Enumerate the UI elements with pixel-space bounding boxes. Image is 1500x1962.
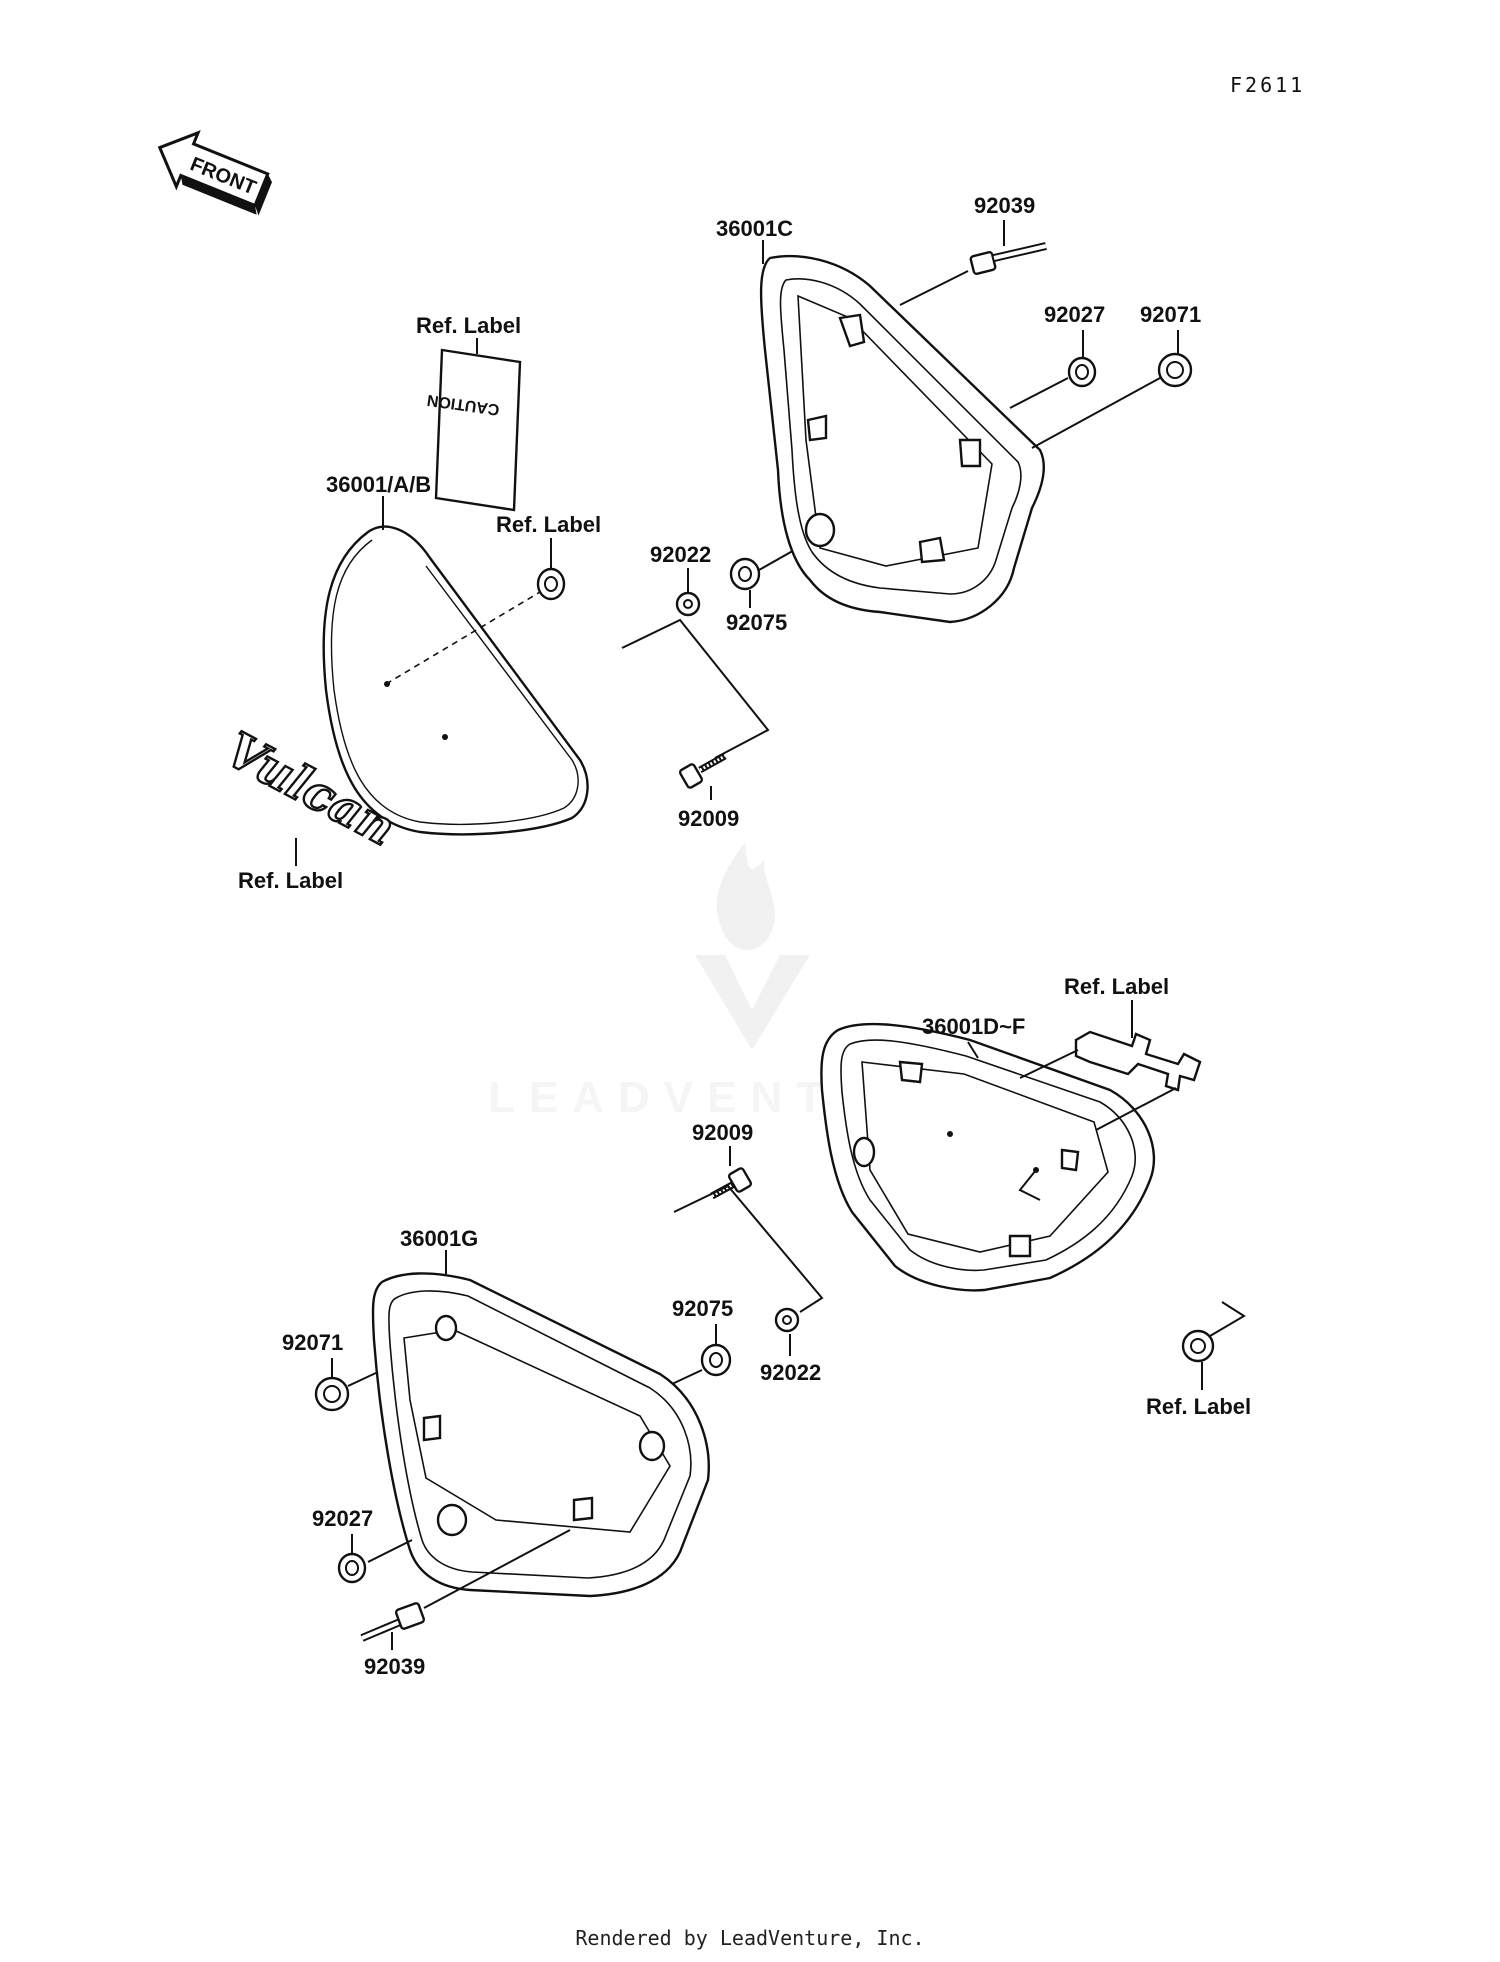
cover-g-label: 36001G: [400, 1226, 478, 1251]
collar-92027-bottom: [337, 1552, 367, 1584]
p92071-bot-label: 92071: [282, 1330, 343, 1355]
collar-92027-top: [1067, 356, 1097, 388]
front-arrow-icon: FRONT: [157, 130, 272, 216]
leader-line: [367, 1539, 413, 1563]
p92009-bot-label: 92009: [692, 1120, 753, 1145]
screw-92009-top: [678, 752, 727, 789]
grommet-92075-bottom: [700, 1343, 732, 1377]
leader-line: [1031, 377, 1161, 449]
p92039-bot-label: 92039: [364, 1654, 425, 1679]
damper-92071-top: [1157, 352, 1193, 388]
washer-92022-top: [675, 591, 701, 617]
grommet-ref-label-part: [536, 567, 566, 601]
leader-line: [899, 270, 969, 306]
ref-label-grommet: Ref. Label: [496, 512, 601, 537]
cover-ab-label: 36001/A/B: [326, 472, 431, 497]
p92075-bot-label: 92075: [672, 1296, 733, 1321]
collar-92039-bottom: [360, 1602, 426, 1642]
ref-label-bottom: Ref. Label: [1146, 1394, 1251, 1419]
washer-92022-bottom: [774, 1307, 800, 1333]
screw-92009-bottom: [710, 1167, 753, 1200]
side-cover-frame-36001c: [759, 254, 1045, 624]
ref-label-bracket: Ref. Label: [1064, 974, 1169, 999]
bracket-ref-label-part: [1074, 1030, 1202, 1092]
p92027-bot-label: 92027: [312, 1506, 373, 1531]
dashed-leader: [385, 591, 541, 685]
p92027-top-label: 92027: [1044, 302, 1105, 327]
figure-id: F2611: [1230, 73, 1305, 97]
grommet-92075-top: [729, 557, 761, 591]
ref-label-caution: Ref. Label: [416, 313, 521, 338]
p92071-top-label: 92071: [1140, 302, 1201, 327]
p92009-top-label: 92009: [678, 806, 739, 831]
p92075-top-label: 92075: [726, 610, 787, 635]
p92022-top-label: 92022: [650, 542, 711, 567]
cover-c-label: 36001C: [716, 216, 793, 241]
leader-line: [347, 1371, 379, 1387]
caution-label-sheet: CAUTION: [426, 348, 522, 512]
leader-line: [673, 1184, 824, 1313]
side-cover-frame-36001g: [371, 1272, 710, 1598]
cover-df-label: 36001D~F: [922, 1014, 1025, 1039]
leader-line: [1209, 1301, 1246, 1337]
leader-line: [967, 1041, 979, 1059]
footer-credit: Rendered by LeadVenture, Inc.: [575, 1926, 925, 1950]
ref-label-vulcan: Ref. Label: [238, 868, 343, 893]
grommet-ref-label-bottom: [1181, 1329, 1215, 1363]
p92022-bot-label: 92022: [760, 1360, 821, 1385]
p92039-top-label: 92039: [974, 193, 1035, 218]
leader-line: [1095, 1087, 1177, 1131]
leader-line: [621, 618, 770, 759]
side-cover-36001-a-b: [322, 525, 589, 836]
leader-line: [1009, 377, 1069, 409]
collar-92039-top: [969, 242, 1047, 275]
side-cover-36001d-f: [820, 1022, 1156, 1292]
damper-92071-bottom: [314, 1376, 350, 1412]
leader-line: [423, 1529, 571, 1609]
leader-line: [1019, 1049, 1079, 1079]
